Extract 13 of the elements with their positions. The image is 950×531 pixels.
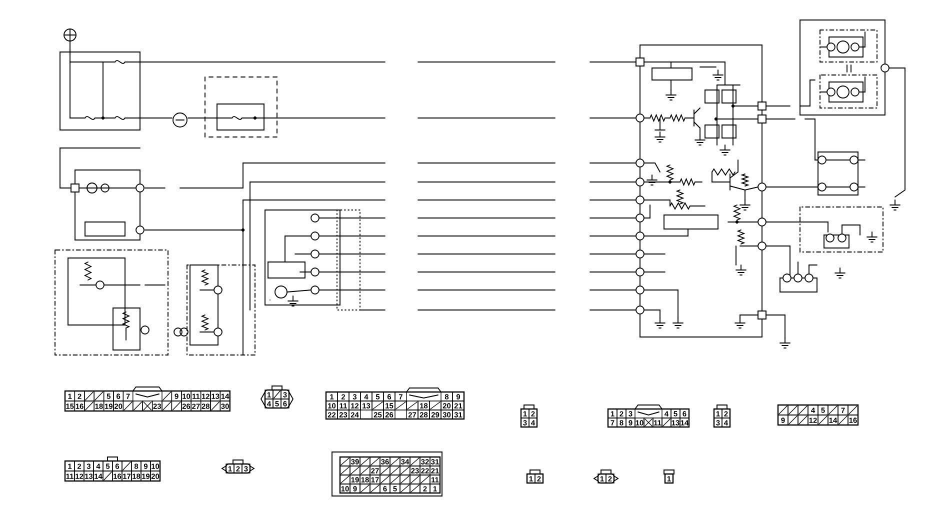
- connector-pin-table: [664, 470, 674, 484]
- connector-pin-table: [520, 404, 538, 428]
- connector-pin-table: [607, 404, 690, 428]
- connector-pin-table: [526, 470, 544, 484]
- connector-pin-table: [260, 386, 294, 409]
- connector-pin-table: [713, 404, 731, 428]
- connector-pin-table: [64, 386, 230, 412]
- connector-pin-table: [221, 460, 255, 474]
- connector-pin-table: [777, 404, 859, 426]
- connector-pin-table: [64, 456, 161, 482]
- connector-pin-table: [332, 452, 442, 496]
- connector-pin-table: [593, 470, 619, 484]
- connector-pin-table: [325, 388, 465, 420]
